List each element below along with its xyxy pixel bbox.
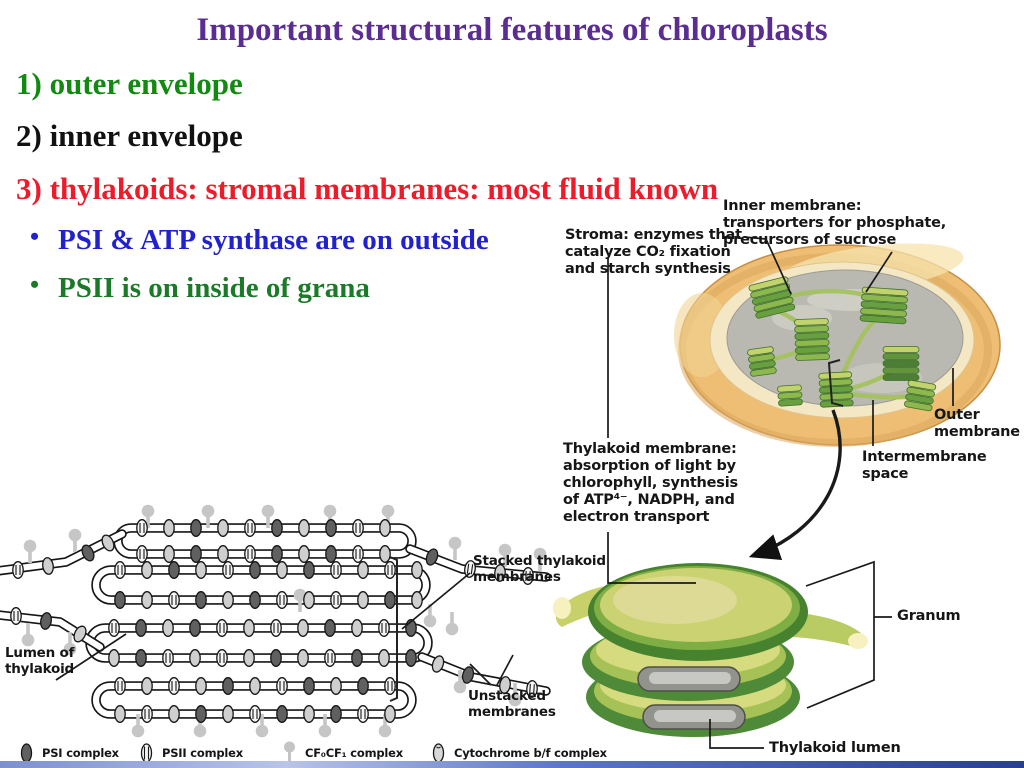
cytochrome-bf-complex-icon: [432, 743, 445, 763]
numbered-item-outer-envelope: 1) outer envelope: [16, 66, 243, 101]
intermembrane-space-label: Intermembrane space: [862, 449, 987, 482]
stroma-label: Stroma: enzymes that catalyze CO₂ fixati…: [565, 227, 742, 277]
label-leader-lines: [55, 236, 954, 749]
thylakoid-membrane-diagram: [0, 504, 551, 738]
grana-stacks: [747, 276, 937, 412]
bullet-text: PSI & ATP synthase are on outside: [58, 224, 489, 256]
lumen-of-thylakoid-label: Lumen of thylakoid: [5, 645, 75, 677]
thylakoid-lumen-label: Thylakoid lumen: [769, 740, 901, 756]
bullet-text: PSII is on inside of grana: [58, 272, 370, 304]
thylakoid-lumen-opening: [637, 666, 746, 730]
membrane-protein-complexes: [10, 519, 538, 723]
numbered-item-inner-envelope: 2) inner envelope: [16, 118, 243, 153]
slide-footer-bar: [0, 761, 1024, 768]
right-membrane-tail: [790, 612, 865, 648]
chloroplast-illustration: [674, 243, 1001, 447]
unstacked-membranes-label: Unstacked membranes: [468, 688, 556, 720]
legend-label: PSII complex: [162, 746, 243, 760]
legend-item-cf0cf1: CF₀CF₁ complex: [283, 740, 403, 766]
inner-membrane-label: Inner membrane: transporters for phospha…: [723, 198, 947, 248]
slide-title: Important structural features of chlorop…: [196, 12, 828, 48]
stacked-region-bracket: [389, 556, 398, 702]
legend-item-cytochrome: Cytochrome b/f complex: [432, 740, 607, 766]
legend-label: PSI complex: [42, 746, 119, 760]
thylakoid-membrane-label: Thylakoid membrane: absorption of light …: [563, 441, 738, 525]
bullet-dot: •: [30, 222, 40, 251]
cf0cf1-complexes: [21, 504, 547, 738]
granum-focus-bracket: [827, 359, 844, 407]
granum-zoom-arrow: [748, 409, 842, 561]
stacked-membranes-label: Stacked thylakoid membranes: [473, 553, 606, 585]
bullet-dot: •: [30, 270, 40, 299]
legend-item-psi: PSI complex: [20, 740, 119, 766]
numbered-item-thylakoids: 3) thylakoids: stromal membranes: most f…: [16, 171, 719, 206]
membrane-legend: PSI complex PSII complex CF₀CF₁ complex …: [0, 740, 1024, 766]
legend-label: Cytochrome b/f complex: [454, 746, 607, 760]
legend-label: CF₀CF₁ complex: [305, 746, 403, 760]
granum-label: Granum: [897, 608, 961, 624]
outer-membrane-label: Outer membrane: [934, 407, 1020, 440]
granum-illustration: [553, 563, 868, 737]
cf0cf1-complex-icon: [284, 741, 295, 764]
